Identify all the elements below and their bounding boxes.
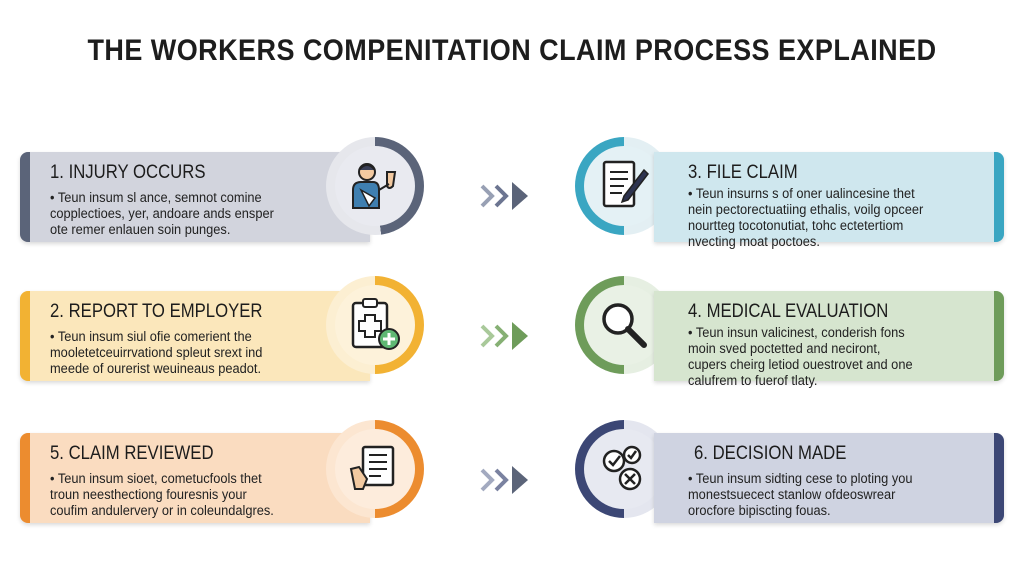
accent-bar <box>994 291 1004 381</box>
description-line: • Teun insun valicinest, conderish fons <box>688 325 905 340</box>
step-card-report-to-employer: 2. REPORT TO EMPLOYER • Teun insum siul … <box>20 291 370 381</box>
accent-bar <box>20 152 30 242</box>
accent-bar <box>20 291 30 381</box>
accent-bar <box>20 433 30 523</box>
step-card-claim-reviewed: 5. CLAIM REVIEWED • Teun insum sioet, co… <box>20 433 370 523</box>
description-line: coufim andulervery or in coleundalgres. <box>50 503 274 518</box>
step-title: 4. MEDICAL EVALUATION <box>688 301 889 322</box>
step-description: • Teun insum siul ofie comerient the moo… <box>50 329 262 377</box>
description-line: meede of ourerist weuineaus peadot. <box>50 361 262 376</box>
step-description: • Teun insum sl ance, semnot comine copp… <box>50 190 274 238</box>
accent-bar <box>994 433 1004 523</box>
flow-arrows-icon <box>480 182 528 210</box>
step-card-decision-made: 6. DECISION MADE • Teun insum sidting ce… <box>654 433 1004 523</box>
page-title: THE WORKERS COMPENITATION CLAIM PROCESS … <box>87 34 937 67</box>
description-line: • Teun insum sl ance, semnot comine <box>50 190 262 205</box>
step-title: 5. CLAIM REVIEWED <box>50 443 214 464</box>
description-line: • Teun insum sioet, cometucfools thet <box>50 471 262 486</box>
step-description: • Teun insum sidting cese to ploting you… <box>688 471 913 519</box>
step-title: 6. DECISION MADE <box>694 443 847 464</box>
magnifier-icon <box>602 303 647 348</box>
description-line: moin sved poctetted and neciront, <box>688 341 881 356</box>
medical-clipboard-icon <box>351 298 400 350</box>
step-icon-circle <box>575 420 673 518</box>
accent-bar <box>994 152 1004 242</box>
document-pen-icon <box>602 160 649 208</box>
step-description: • Teun insum sioet, cometucfools thet tr… <box>50 471 274 519</box>
description-line: • Teun insurns s of oner ualincesine the… <box>688 186 915 201</box>
flow-arrows-icon <box>480 322 528 350</box>
description-line: orocfore bipiscting fouas. <box>688 503 831 518</box>
description-line: copplectioes, yer, andoare ands ensper <box>50 206 274 221</box>
hand-document-icon <box>349 445 395 490</box>
step-card-file-claim: 3. FILE CLAIM • Teun insurns s of oner u… <box>654 152 1004 249</box>
description-line: nvecting moat poctoes. <box>688 234 820 249</box>
description-line: • Teun insum sidting cese to ploting you <box>688 471 913 486</box>
step-icon-circle <box>326 276 424 374</box>
description-line: nein pectorectuatiing ethalis, voilg opc… <box>688 202 924 217</box>
step-card-injury-occurs: 1. INJURY OCCURS • Teun insum sl ance, s… <box>20 152 370 242</box>
step-description: • Teun insun valicinest, conderish fons … <box>688 325 913 389</box>
description-line: ote remer enlauen soin punges. <box>50 222 231 237</box>
step-title: 1. INJURY OCCURS <box>50 162 206 183</box>
description-line: monestsuecect stanlow ofdeoswrear <box>688 487 896 502</box>
flow-arrows-icon <box>480 466 528 494</box>
step-description: • Teun insurns s of oner ualincesine the… <box>688 186 923 250</box>
description-line: calufrem to fuerof tlaty. <box>688 373 818 388</box>
step-title: 2. REPORT TO EMPLOYER <box>50 301 263 322</box>
step-icon-circle <box>326 137 424 235</box>
step-icon-circle <box>326 420 424 518</box>
description-line: nourtteg tocotonutiat, tohc ectetertiom <box>688 218 904 233</box>
description-line: • Teun insum siul ofie comerient the <box>50 329 252 344</box>
check-cross-icon <box>602 445 642 491</box>
description-line: cupers cheirg letiod ouestrovet and one <box>688 357 913 372</box>
step-title: 3. FILE CLAIM <box>688 162 798 183</box>
description-line: troun neesthectiong fouresnis your <box>50 487 247 502</box>
description-line: mooletetceuirrvationd spleut srext ind <box>50 345 263 360</box>
injured-worker-icon <box>352 163 397 209</box>
step-card-medical-evaluation: 4. MEDICAL EVALUATION • Teun insun valic… <box>654 291 1004 388</box>
